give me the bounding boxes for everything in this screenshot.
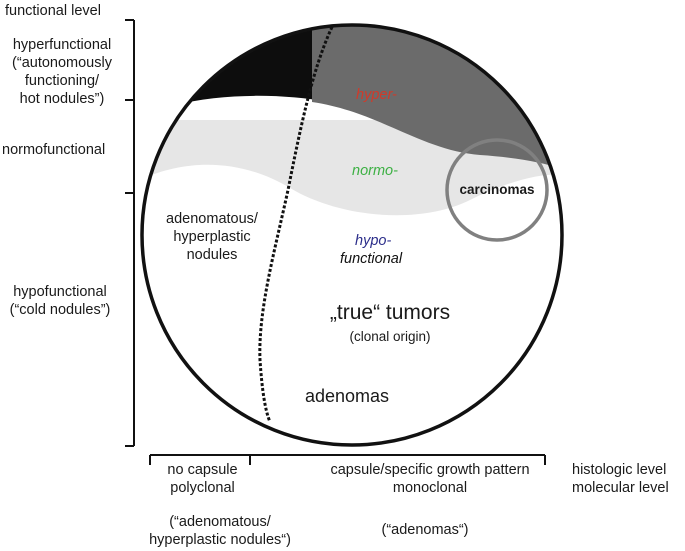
normofunctional-label: normofunctional	[2, 142, 106, 158]
adenomatous-nodules-label: adenomatous/ hyperplastic nodules	[152, 210, 272, 264]
adenomatous-paren-line-2: hyperplastic nodules“)	[149, 532, 291, 548]
hyperfunctional-line-2: (“autonomously	[12, 55, 112, 71]
functional-level-title: functional level	[5, 3, 101, 19]
hypofunctional-label: hypofunctional (“cold nodules”)	[2, 283, 118, 319]
adenomas-label: adenomas	[305, 386, 390, 406]
adenomas-paren: (“adenomas“)	[381, 522, 469, 538]
hyper-label: hyper-	[356, 87, 397, 103]
hypo-label: hypo-	[355, 233, 392, 249]
histologic-level-label: histologic level	[572, 462, 667, 478]
no-capsule-label: no capsule	[167, 462, 238, 478]
clonal-origin-label: (clonal origin)	[349, 329, 431, 344]
adenomatous-nodules-paren: (“adenomatous/ hyperplastic nodules“)	[140, 513, 300, 549]
polyclonal-axis-label: no capsule polyclonal	[140, 461, 265, 497]
functional-label: functional	[340, 251, 403, 267]
hypofunctional-line-1: hypofunctional	[13, 284, 107, 300]
molecular-level-label: molecular level	[572, 480, 669, 496]
carcinomas-label: carcinomas	[459, 182, 535, 197]
hyperfunctional-line-4: hot nodules”)	[19, 91, 105, 107]
level-axis-label: histologic level molecular level	[572, 461, 669, 497]
adenomatous-paren-line-1: (“adenomatous/	[169, 514, 271, 530]
hyperfunctional-line-1: hyperfunctional	[12, 37, 112, 53]
hyperfunctional-polyclonal-region	[142, 25, 330, 118]
normo-label: normo-	[352, 163, 398, 179]
capsule-label: capsule/specific growth pattern	[330, 462, 530, 478]
nodule-circle	[140, 23, 564, 447]
carcinoma-circle	[445, 138, 549, 242]
adenomatous-line-3: nodules	[186, 247, 238, 263]
clonality-divider	[258, 26, 334, 423]
hyperfunctional-line-3: functioning/	[24, 73, 100, 89]
adenomatous-line-1: adenomatous/	[166, 211, 258, 227]
hyperfunctional-label: hyperfunctional (“autonomously functioni…	[2, 36, 122, 108]
monoclonal-axis-label: capsule/specific growth pattern monoclon…	[305, 461, 555, 497]
hypofunctional-line-2: (“cold nodules”)	[9, 302, 111, 318]
true-tumors-label: „true“ tumors	[329, 301, 451, 324]
polyclonal-label: polyclonal	[170, 480, 235, 496]
monoclonal-label: monoclonal	[392, 480, 468, 496]
adenomatous-line-2: hyperplastic	[173, 229, 251, 245]
